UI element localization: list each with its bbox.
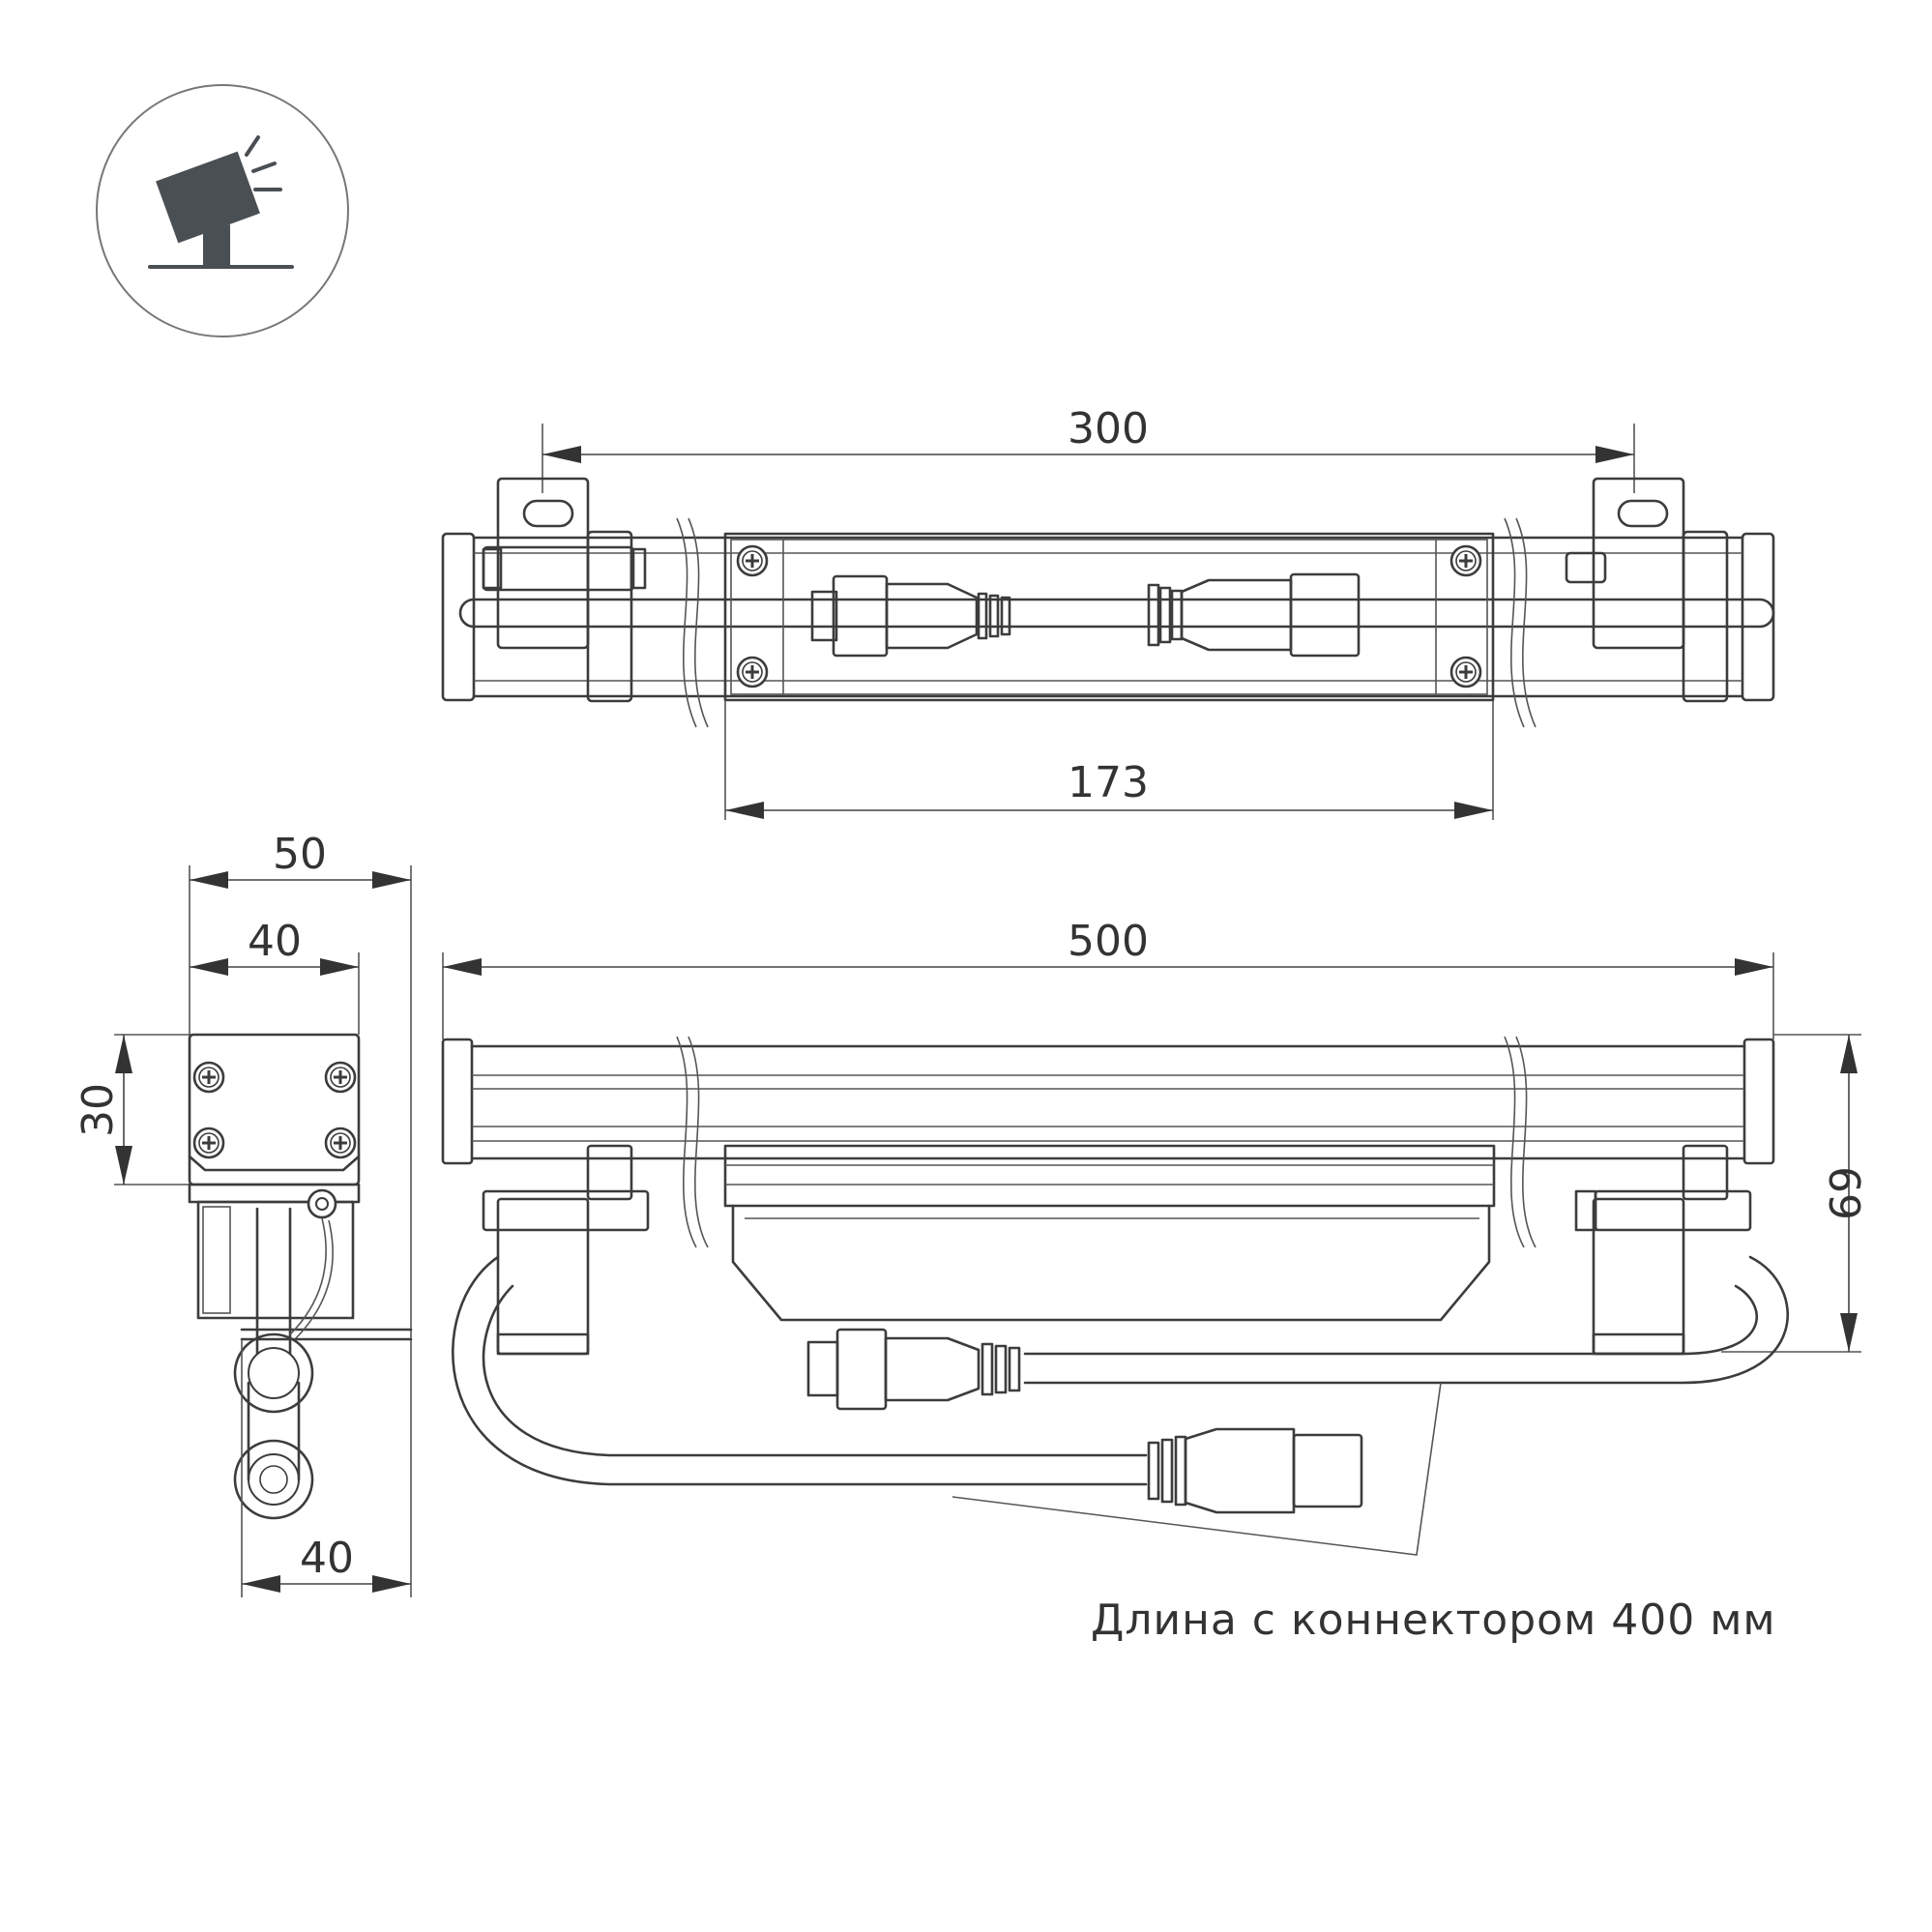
- dim-side-body: 40: [248, 917, 302, 966]
- dim-side-height: 30: [73, 1083, 123, 1137]
- cable-length-label: Длина с коннектором 400 мм: [1091, 1595, 1776, 1645]
- dim-top-overall: 300: [1068, 404, 1149, 454]
- front-view: 500 69: [441, 917, 1868, 1556]
- dim-side-width: 50: [273, 830, 327, 879]
- side-view: 50 40 30: [73, 830, 413, 1597]
- dim-front-length: 500: [1068, 917, 1149, 966]
- spotlight-mount-icon: [96, 84, 349, 337]
- top-view: 300: [441, 404, 1775, 820]
- dim-top-module: 173: [1068, 758, 1149, 807]
- dim-front-height: 69: [1819, 1166, 1868, 1220]
- dim-side-bracket: 40: [300, 1534, 354, 1583]
